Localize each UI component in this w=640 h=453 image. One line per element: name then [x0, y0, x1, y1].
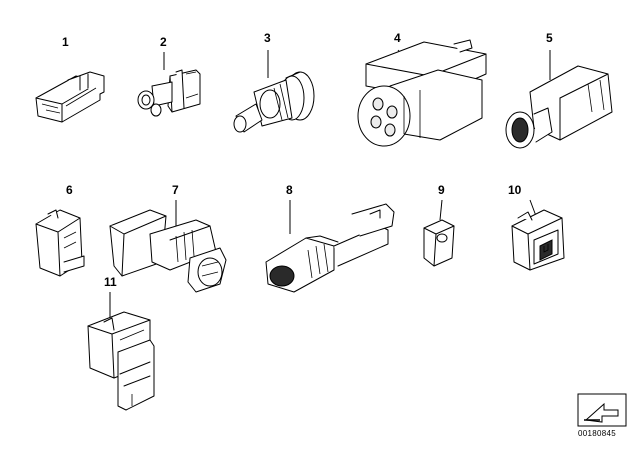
part-9-small-plug: 9	[423, 183, 455, 267]
callout-8: 8	[286, 183, 293, 197]
part-8-slim-connector: 8	[265, 183, 395, 293]
callout-7: 7	[172, 183, 179, 197]
part-7-connector: 7	[109, 183, 227, 293]
callout-11: 11	[104, 275, 117, 289]
reference-arrow-logo	[577, 393, 627, 427]
callout-9: 9	[438, 183, 445, 197]
callout-5: 5	[546, 31, 553, 45]
part-11-housing-retainer: 11	[87, 275, 155, 411]
callout-6: 6	[66, 183, 73, 197]
part-3-round-connector: 3	[233, 31, 315, 133]
callout-3: 3	[264, 31, 271, 45]
part-6-housing: 6	[35, 183, 85, 277]
callout-1: 1	[62, 35, 69, 49]
part-4-housing-bracket: 4	[357, 31, 487, 147]
image-code: 00180845	[578, 429, 616, 438]
part-1-connector: 1	[35, 35, 105, 123]
part-2-plug: 2	[137, 35, 201, 117]
callout-4: 4	[394, 31, 401, 45]
callout-10: 10	[508, 183, 522, 197]
part-5-cylindrical-connector: 5	[505, 31, 613, 149]
callout-2: 2	[160, 35, 167, 49]
part-10-housing: 10	[508, 183, 565, 271]
